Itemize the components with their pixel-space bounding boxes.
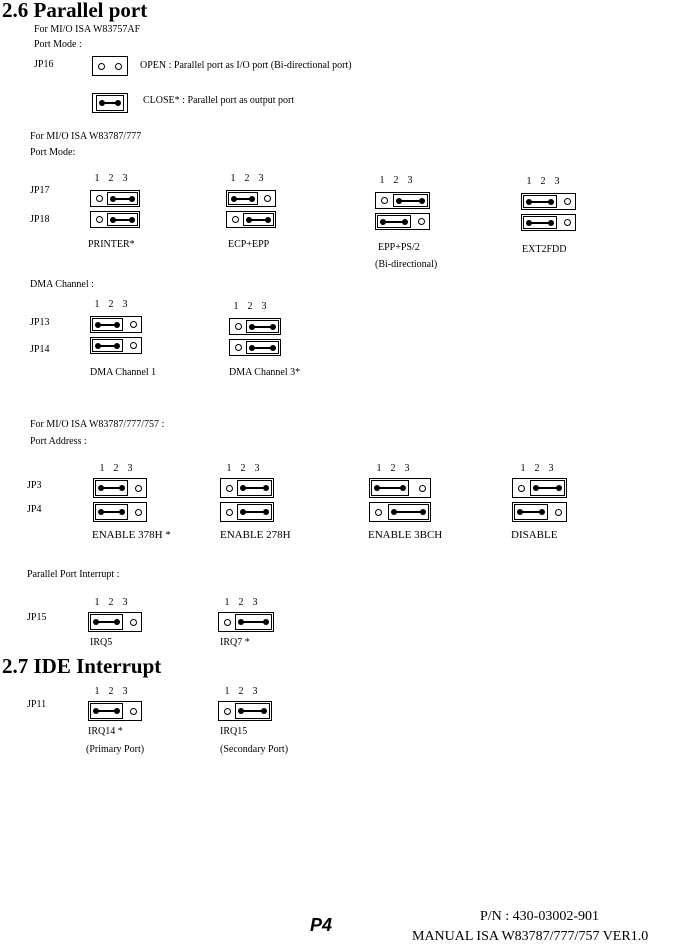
jumper-enable-378h — [93, 478, 147, 522]
page-number: P4 — [310, 915, 333, 935]
jp11-label: JP11 — [27, 699, 47, 710]
jp3-label: JP3 — [27, 480, 42, 491]
mode-option-printer: PRINTER* — [88, 239, 135, 250]
jp16-open-description: OPEN : Parallel port as I/O port (Bi-dir… — [140, 60, 352, 71]
dma-channel-header: DMA Channel : — [30, 279, 94, 290]
addr-option-disable: DISABLE — [511, 529, 558, 541]
jumper-irq7 — [218, 612, 274, 632]
jp16-close-description: CLOSE* : Parallel port as output port — [143, 95, 295, 106]
addr-option-3bch: ENABLE 3BCH — [368, 529, 443, 541]
jumper-enable-278h — [220, 478, 274, 522]
w83787-port-mode-label: Port Mode: — [30, 147, 76, 158]
ide-note-primary: (Primary Port) — [86, 744, 145, 755]
jumper-dma-channel-1 — [90, 316, 142, 354]
dma-option-channel-1: DMA Channel 1 — [90, 367, 157, 378]
jumper-ecp-epp — [226, 190, 276, 228]
jumper-dma-channel-3 — [229, 318, 281, 356]
jumper-epp-ps2 — [375, 192, 430, 230]
jp14-label: JP14 — [30, 344, 50, 355]
pin-icon — [98, 62, 105, 70]
w83757-port-mode-label: Port Mode : — [34, 39, 82, 50]
jp18-label: JP18 — [30, 214, 50, 225]
jp16-close-diagram — [92, 93, 128, 113]
addr-option-378h: ENABLE 378H * — [92, 529, 171, 541]
jp13-label: JP13 — [30, 317, 50, 328]
ide-option-irq14: IRQ14 * — [88, 726, 123, 737]
jp15-label: JP15 — [27, 612, 47, 623]
jumper-cap-icon — [96, 95, 124, 111]
jp17-label: JP17 — [30, 185, 50, 196]
jp16-label: JP16 — [34, 59, 54, 70]
jumper-irq14 — [88, 701, 142, 721]
jumper-irq15 — [218, 701, 272, 721]
jumper-enable-3bch — [369, 478, 431, 522]
mode-option-ext2fdd: EXT2FDD — [522, 244, 567, 255]
section-title-parallel-port: 2.6 Parallel port — [2, 0, 148, 22]
ide-note-secondary: (Secondary Port) — [220, 744, 289, 755]
irq-option-irq5: IRQ5 — [90, 637, 113, 648]
section-title-ide-interrupt: 2.7 IDE Interrupt — [2, 654, 162, 678]
ide-option-irq15: IRQ15 — [220, 726, 248, 737]
jumper-printer — [90, 190, 140, 228]
dma-option-channel-3: DMA Channel 3* — [229, 367, 301, 378]
jumper-disable — [512, 478, 567, 522]
port-address-header: For MI/O ISA W83787/777/757 : — [30, 419, 165, 430]
jp16-open-diagram — [92, 56, 128, 76]
mode-option-ecp-epp: ECP+EPP — [228, 239, 270, 250]
part-number: P/N : 430-03002-901 — [480, 909, 599, 924]
manual-version: MANUAL ISA W83787/777/757 VER1.0 — [412, 929, 649, 944]
mode-note-bidirectional: (Bi-directional) — [375, 259, 438, 270]
jumper-ext2fdd — [521, 193, 576, 231]
port-address-sub: Port Address : — [30, 436, 87, 447]
parallel-interrupt-header: Parallel Port Interrupt : — [27, 569, 120, 580]
mode-option-epp-ps2: EPP+PS/2 — [378, 242, 420, 253]
addr-option-278h: ENABLE 278H — [220, 529, 291, 541]
jumper-irq5 — [88, 612, 142, 632]
jp4-label: JP4 — [27, 504, 42, 515]
w83757-header: For MI/O ISA W83757AF — [34, 24, 141, 35]
w83787-header: For MI/O ISA W83787/777 — [30, 131, 142, 142]
irq-option-irq7: IRQ7 * — [220, 637, 250, 648]
pin-icon — [115, 62, 122, 70]
